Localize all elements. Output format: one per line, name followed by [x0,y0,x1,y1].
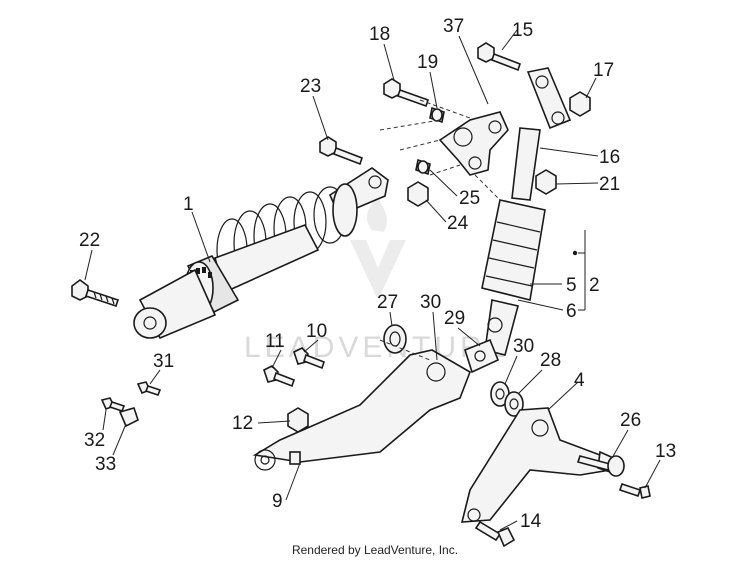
watermark-logo [350,195,406,300]
nut-17 [569,91,591,117]
label-9: 9 [272,491,283,512]
label-1: 1 [183,194,194,215]
assembly-lines [379,99,501,361]
label-2: 2 [589,275,600,296]
nut-24 [407,181,429,207]
link-6 [484,299,519,356]
bolt-15 [477,42,522,72]
link-29 [464,338,500,374]
nut-12 [287,407,309,433]
credit-footer: Rendered by LeadVenture, Inc. [291,543,459,557]
label-19: 19 [417,52,438,73]
part-labels: 1 22 23 18 19 37 15 17 16 21 25 24 5 2 6… [79,16,676,532]
clip-33 [118,407,139,428]
label-30-right: 30 [513,336,534,357]
label-5: 5 [566,275,577,296]
label-27: 27 [377,292,398,313]
label-29: 29 [444,308,465,329]
label-22: 22 [79,230,100,251]
bolt-11 [263,365,295,388]
label-32: 32 [84,430,105,451]
bolt-23 [319,136,364,166]
label-23: 23 [300,76,321,97]
link-arm-9 [252,349,471,471]
bolt-26 [576,455,625,477]
label-14: 14 [520,511,542,532]
label-28: 28 [540,350,561,371]
label-30-left: 30 [420,292,441,313]
label-25: 25 [459,188,480,209]
pin-19 [429,106,445,124]
label-37: 37 [443,16,464,37]
label-26: 26 [620,410,641,431]
label-31: 31 [153,351,174,372]
label-17: 17 [593,60,614,81]
bolt-14 [474,520,516,548]
watermark-text: LEADVENTURE [244,331,510,364]
bolt-32 [100,397,126,412]
label-13: 13 [655,441,676,462]
shock-absorber [133,167,389,340]
label-21: 21 [599,174,620,195]
bolt-18 [383,78,430,108]
bolt-13 [618,482,651,499]
label-4: 4 [574,370,585,391]
leader-lines [84,29,661,531]
rocker-37 [438,111,509,176]
bellows-5 [481,199,546,301]
label-18: 18 [369,24,390,45]
pin-25 [415,158,431,176]
label-12: 12 [232,413,253,434]
link-rod-16 [511,67,572,201]
label-24: 24 [447,213,469,234]
label-10: 10 [306,321,327,342]
label-16: 16 [599,147,620,168]
label-6: 6 [566,301,577,322]
label-15: 15 [512,20,533,41]
nut-21 [535,169,557,195]
label-11: 11 [265,331,285,352]
bolt-22 [71,279,120,308]
washer-28 [504,391,524,417]
bolt-31 [136,381,162,396]
label-33: 33 [95,454,116,475]
